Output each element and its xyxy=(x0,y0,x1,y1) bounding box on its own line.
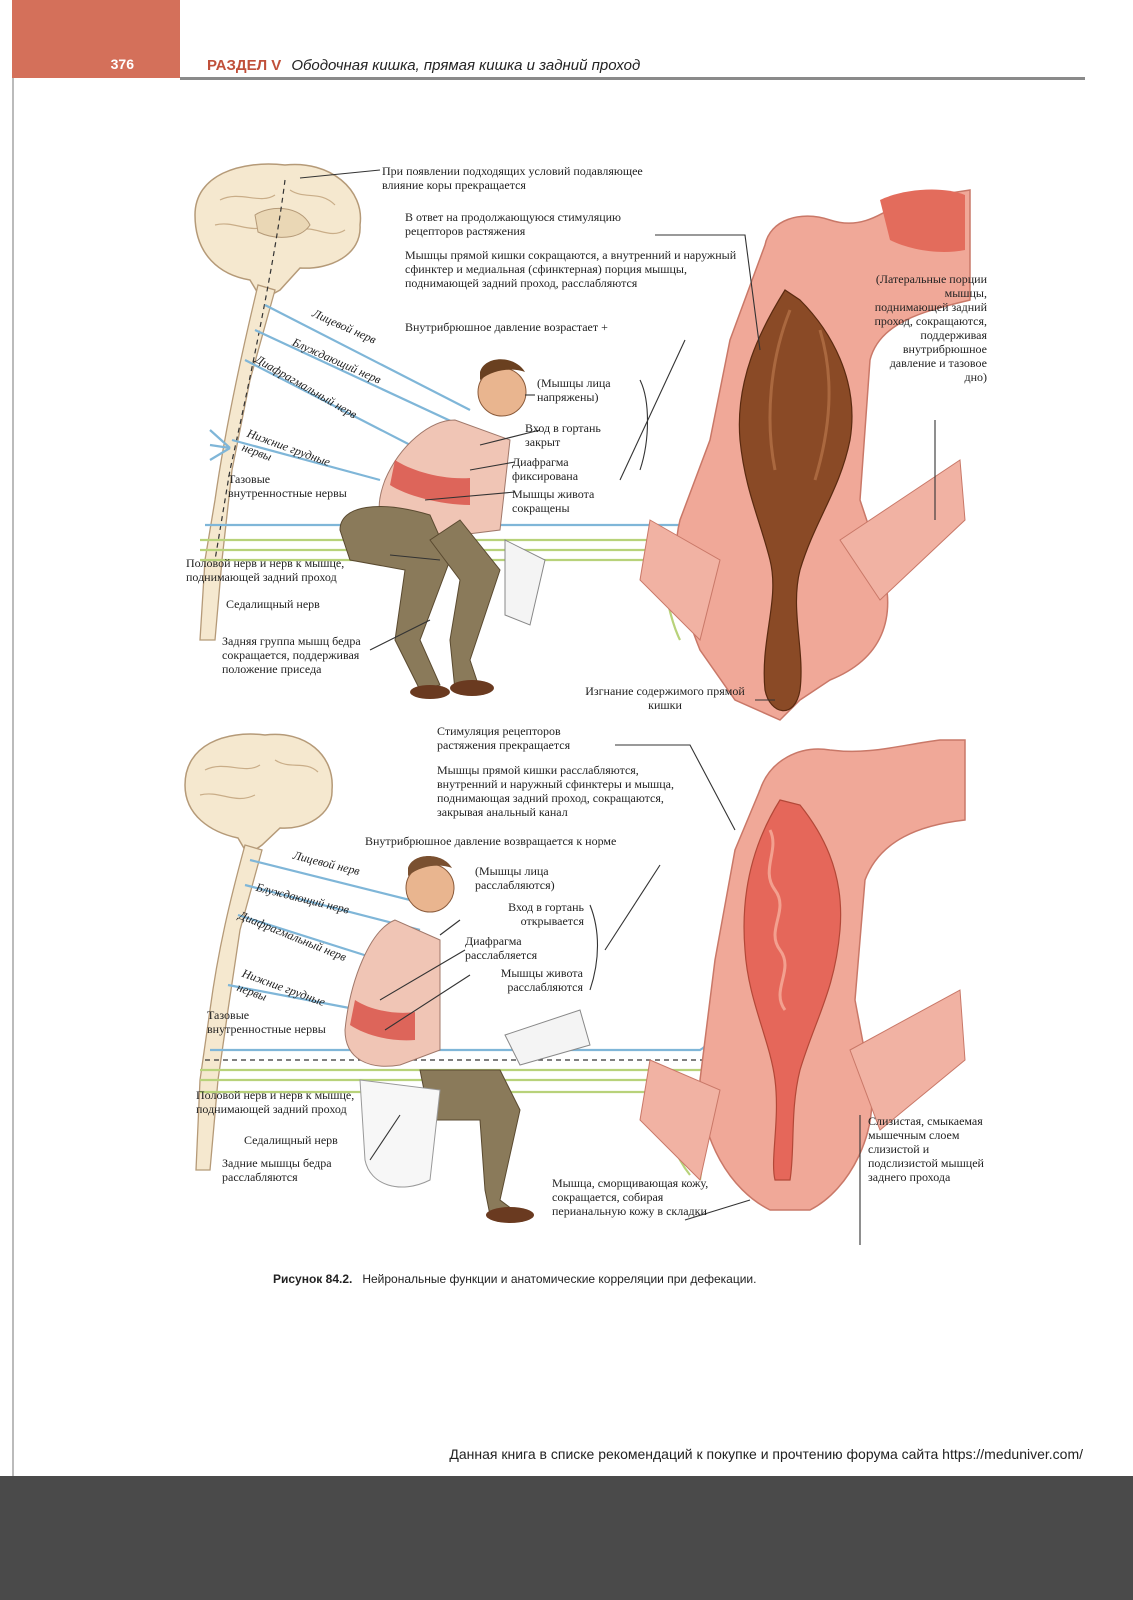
top-larynx: Вход в гортань закрыт xyxy=(525,421,601,449)
figure-caption-label: Рисунок 84.2. xyxy=(273,1272,353,1286)
page-number: 376 xyxy=(110,56,134,72)
bottom-stimulation-note: Стимуляция рецепторов растяжения прекращ… xyxy=(437,724,571,752)
bottom-pressure-note: Внутрибрюшное давление возвращается к но… xyxy=(365,834,617,848)
bottom-rectum xyxy=(639,739,966,1211)
top-diaphragm: Диафрагма фиксирована xyxy=(512,455,579,483)
top-contraction-note: Мышцы прямой кишки сокращаются, а внутре… xyxy=(405,248,737,290)
top-expulsion: Изгнание содержимого прямой кишки xyxy=(585,684,745,712)
top-nerve-pelvic: Тазовые внутренностные нервы xyxy=(228,472,347,500)
bottom-larynx: Вход в гортань открывается xyxy=(508,900,584,928)
top-abdomen: Мышцы живота сокращены xyxy=(512,487,595,515)
bottom-mucosa: Слизистая, смыкаемая мышечным слоем слиз… xyxy=(868,1114,984,1184)
top-stimulation-note: В ответ на продолжающуюся стимуляцию рец… xyxy=(405,210,622,238)
footer-note: Данная книга в списке рекомендаций к пок… xyxy=(449,1446,1083,1462)
bottom-nerve-pelvic: Тазовые внутренностные нервы xyxy=(207,1008,326,1036)
top-face-muscles: (Мышцы лица напряжены) xyxy=(537,376,611,404)
section-title: Ободочная кишка, прямая кишка и задний п… xyxy=(291,57,641,74)
top-brain-note: При появлении подходящих условий подавля… xyxy=(382,164,643,192)
top-rectum xyxy=(639,189,971,721)
section-label: РАЗДЕЛ V xyxy=(207,57,282,74)
figure-caption: Рисунок 84.2. Нейрональные функции и анат… xyxy=(273,1272,756,1286)
top-pressure-note: Внутрибрюшное давление возрастает + xyxy=(405,320,608,334)
bottom-leader-lines xyxy=(369,744,861,1245)
section-header: РАЗДЕЛ V Ободочная кишка, прямая кишка и … xyxy=(207,57,640,74)
bottom-corrugator: Мышца, сморщивающая кожу, сокращается, с… xyxy=(552,1176,709,1218)
top-nerve-pudendal: Половой нерв и нерв к мышце, поднимающей… xyxy=(186,556,345,584)
top-leader-lines xyxy=(299,169,936,701)
bottom-relax-note: Мышцы прямой кишки расслабляются, внутре… xyxy=(437,763,675,819)
header-rule xyxy=(180,77,1085,80)
page-number-tab: 376 xyxy=(12,0,180,78)
top-nerve-sciatic: Седалищный нерв xyxy=(226,597,320,611)
bottom-man-figure xyxy=(344,856,591,1223)
top-hamstrings: Задняя группа мышц бедра сокращается, по… xyxy=(222,634,361,676)
page-edge-rule xyxy=(12,78,14,1498)
bottom-brain-icon xyxy=(184,733,333,857)
top-brain-icon xyxy=(194,163,362,302)
top-man-figure xyxy=(339,359,546,699)
bottom-nerve-sciatic: Седалищный нерв xyxy=(244,1133,338,1147)
bottom-abdomen: Мышцы живота расслабляются xyxy=(500,966,583,994)
bottom-spinal-cord xyxy=(195,844,263,1171)
bottom-hamstrings: Задние мышцы бедра расслабляются xyxy=(222,1156,332,1184)
bottom-face-muscles: (Мышцы лица расслабляются) xyxy=(475,864,555,892)
bottom-nerve-pudendal: Половой нерв и нерв к мышце, поднимающей… xyxy=(196,1088,355,1116)
figure-caption-text: Нейрональные функции и анатомические кор… xyxy=(362,1272,757,1286)
scan-bottom-band xyxy=(0,1476,1133,1600)
top-lateral-note: (Латеральные порции мышцы, поднимающей з… xyxy=(874,272,987,384)
bottom-diaphragm: Диафрагма расслабляется xyxy=(465,934,538,962)
top-spinal-cord xyxy=(199,284,276,641)
